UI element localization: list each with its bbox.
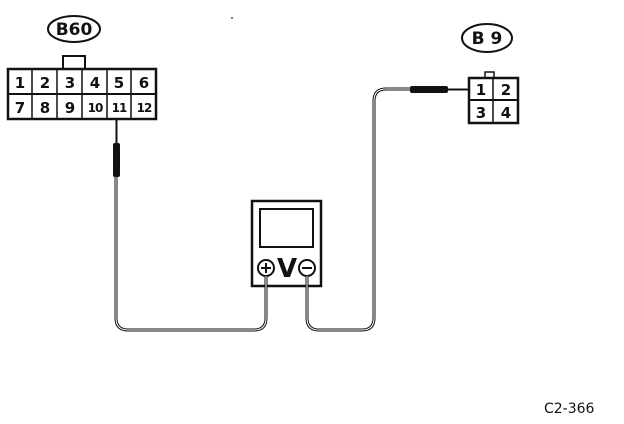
b60-pin: 9 [65, 99, 75, 117]
b60-pin: 6 [139, 74, 149, 92]
b60-pin: 10 [88, 101, 103, 115]
figure-code: C2-366 [544, 401, 595, 417]
connector-b60: B60 1 2 3 4 5 6 7 8 9 10 11 12 [6, 15, 158, 121]
connector-b9-label: B 9 [472, 29, 503, 49]
connector-b60-lock-tab [62, 55, 86, 70]
b60-pin: 1 [15, 74, 25, 92]
positive-probe [113, 119, 120, 177]
b9-pin: 4 [501, 104, 511, 122]
b60-pin: 12 [137, 101, 152, 115]
voltmeter-body [250, 199, 323, 288]
positive-test-lead [113, 119, 268, 332]
b60-pin: 11 [112, 101, 127, 115]
connector-b60-badge: B60 [47, 15, 101, 43]
b9-pin: 3 [476, 104, 486, 122]
b60-pin: 3 [65, 74, 75, 92]
positive-terminal-icon [257, 259, 275, 277]
b9-pin: 2 [501, 81, 511, 99]
negative-probe [410, 86, 470, 93]
negative-terminal-icon [298, 259, 316, 277]
b9-pin: 1 [476, 81, 486, 99]
b60-pin: 7 [15, 99, 25, 117]
voltmeter-display [259, 208, 314, 248]
voltmeter: V [250, 199, 323, 288]
connector-b9-badge: B 9 [461, 23, 513, 53]
b60-pin: 5 [114, 74, 124, 92]
b60-pin: 8 [40, 99, 50, 117]
connector-b9: B 9 1 2 3 4 [461, 23, 520, 125]
voltmeter-symbol: V [277, 254, 297, 284]
b60-pin: 4 [90, 74, 100, 92]
scan-speck [231, 17, 233, 19]
negative-test-lead [305, 86, 470, 332]
b60-pin: 2 [40, 74, 50, 92]
connector-b60-label: B60 [56, 20, 93, 40]
